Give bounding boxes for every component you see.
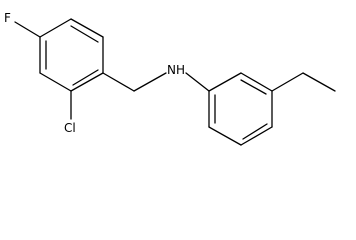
ring-bond [39, 72, 72, 92]
right-benzene-ring [208, 72, 273, 146]
ring-bond [240, 126, 273, 146]
ring-bond [39, 18, 72, 38]
skeletal-formula: F Cl NH [4, 11, 336, 146]
ring-bond [240, 72, 273, 92]
amine-label: NH [167, 63, 185, 77]
ring-bond [208, 72, 242, 92]
ring-double-bond [242, 123, 268, 140]
molecule-structure-diagram: F Cl NH [4, 11, 336, 146]
left-benzene-ring [39, 18, 104, 92]
ch2-n-bond [133, 72, 167, 92]
fluorine-label: F [4, 11, 11, 25]
ring-ch2-bond [102, 72, 135, 92]
ring-ethyl-bond [271, 72, 304, 92]
n-ring-bond [185, 72, 210, 92]
ring-bond [70, 72, 104, 92]
chlorine-label: Cl [64, 121, 76, 135]
c-f-bond [14, 21, 41, 38]
ethyl-ch2-ch3-bond [302, 72, 336, 92]
ring-bond [208, 126, 242, 146]
ring-bond [70, 18, 104, 38]
ring-double-bond [72, 69, 99, 86]
ring-double-bond [240, 79, 267, 95]
ring-double-bond [70, 25, 99, 43]
